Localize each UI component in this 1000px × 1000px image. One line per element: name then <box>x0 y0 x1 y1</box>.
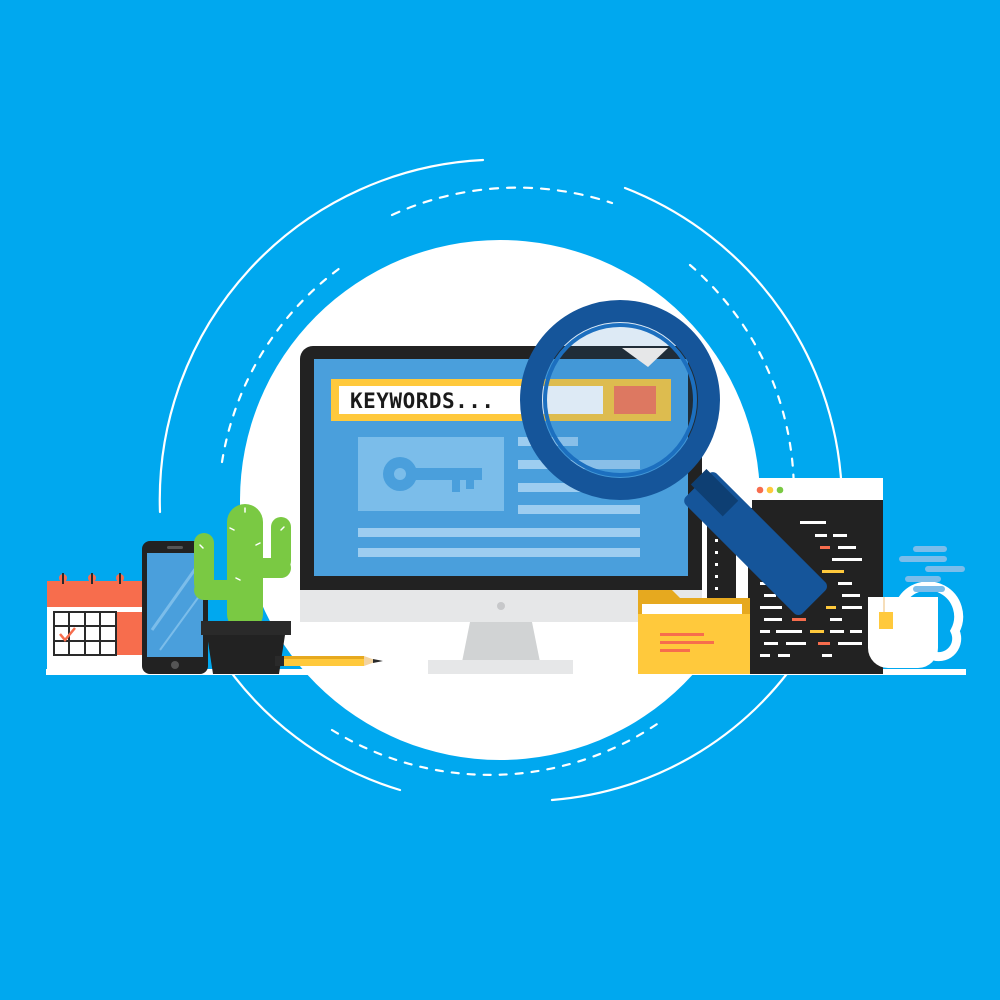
pencil-icon <box>275 656 383 666</box>
search-input-text: KEYWORDS... <box>350 389 495 413</box>
key-image-card <box>358 437 504 511</box>
search-button[interactable] <box>614 386 656 414</box>
steam-lines <box>899 546 965 592</box>
calendar-icon <box>47 573 144 674</box>
monitor-icon: KEYWORDS... <box>300 346 702 674</box>
cactus-icon <box>194 504 291 674</box>
smartphone-icon <box>142 541 208 674</box>
search-input[interactable] <box>339 386 603 414</box>
tea-cup-icon <box>868 546 965 668</box>
magnifying-glass-icon[interactable] <box>520 300 829 617</box>
glass-reflection <box>622 348 668 367</box>
folder-icon <box>638 590 750 674</box>
search-bar[interactable]: KEYWORDS... <box>331 379 671 421</box>
